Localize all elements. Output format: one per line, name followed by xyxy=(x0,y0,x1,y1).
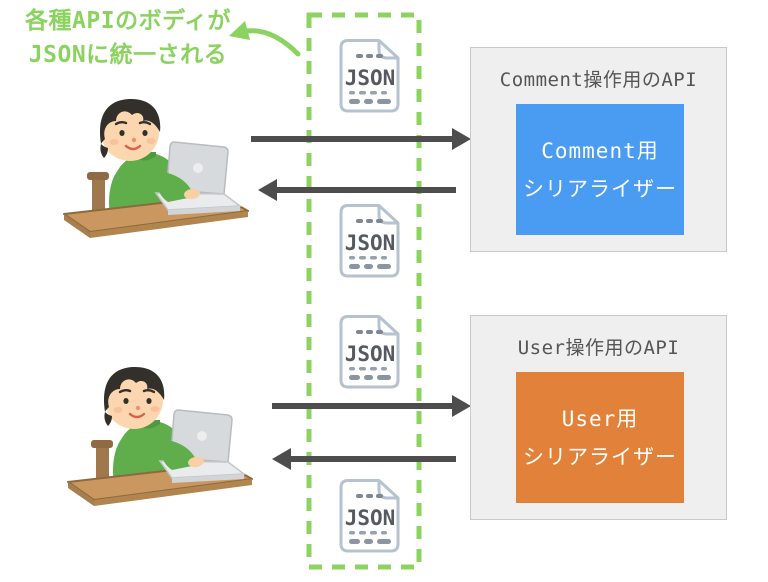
comment-serializer-line-2: シリアライザー xyxy=(523,176,677,201)
json-file-icon: JSON xyxy=(339,204,400,278)
json-icon-label: JSON xyxy=(345,66,396,90)
json-file-icon: JSON xyxy=(339,39,400,113)
user-api-panel-title: User操作用のAPI xyxy=(517,337,680,359)
comment-serializer-line-1: Comment用 xyxy=(541,138,659,163)
user-api-panel: User操作用のAPI User用 シリアライザー xyxy=(470,315,727,520)
json-icon-label: JSON xyxy=(345,342,396,366)
json-file-icon: JSON xyxy=(339,479,400,553)
annotation-line-2: JSONに統一される xyxy=(28,42,228,68)
json-icon-label: JSON xyxy=(345,231,396,255)
arrow-request-comment-api-head xyxy=(452,128,471,150)
annotation-curved-arrow xyxy=(244,28,301,57)
user-serializer-box: User用 シリアライザー xyxy=(516,372,684,503)
json-pipeline-dashed-box xyxy=(306,12,422,570)
json-icon-label: JSON xyxy=(345,506,396,530)
comment-serializer-box: Comment用 シリアライザー xyxy=(516,104,684,235)
arrow-response-user-api-head xyxy=(272,448,291,470)
person-at-laptop-illustration xyxy=(52,90,252,240)
annotation-line-1: 各種APIのボディが xyxy=(25,8,231,34)
annotation-curved-arrow-head xyxy=(229,21,250,40)
user-serializer-line-2: シリアライザー xyxy=(523,444,677,469)
json-file-icon: JSON xyxy=(339,315,400,389)
arrow-response-comment-api-head xyxy=(258,179,277,201)
person-at-laptop-illustration xyxy=(56,358,256,508)
arrow-request-user-api-head xyxy=(452,395,471,417)
annotation-text: 各種APIのボディが JSONに統一される xyxy=(22,4,234,72)
comment-api-panel: Comment操作用のAPI Comment用 シリアライザー xyxy=(470,47,727,252)
user-serializer-line-1: User用 xyxy=(561,406,639,431)
comment-api-panel-title: Comment操作用のAPI xyxy=(499,69,698,91)
